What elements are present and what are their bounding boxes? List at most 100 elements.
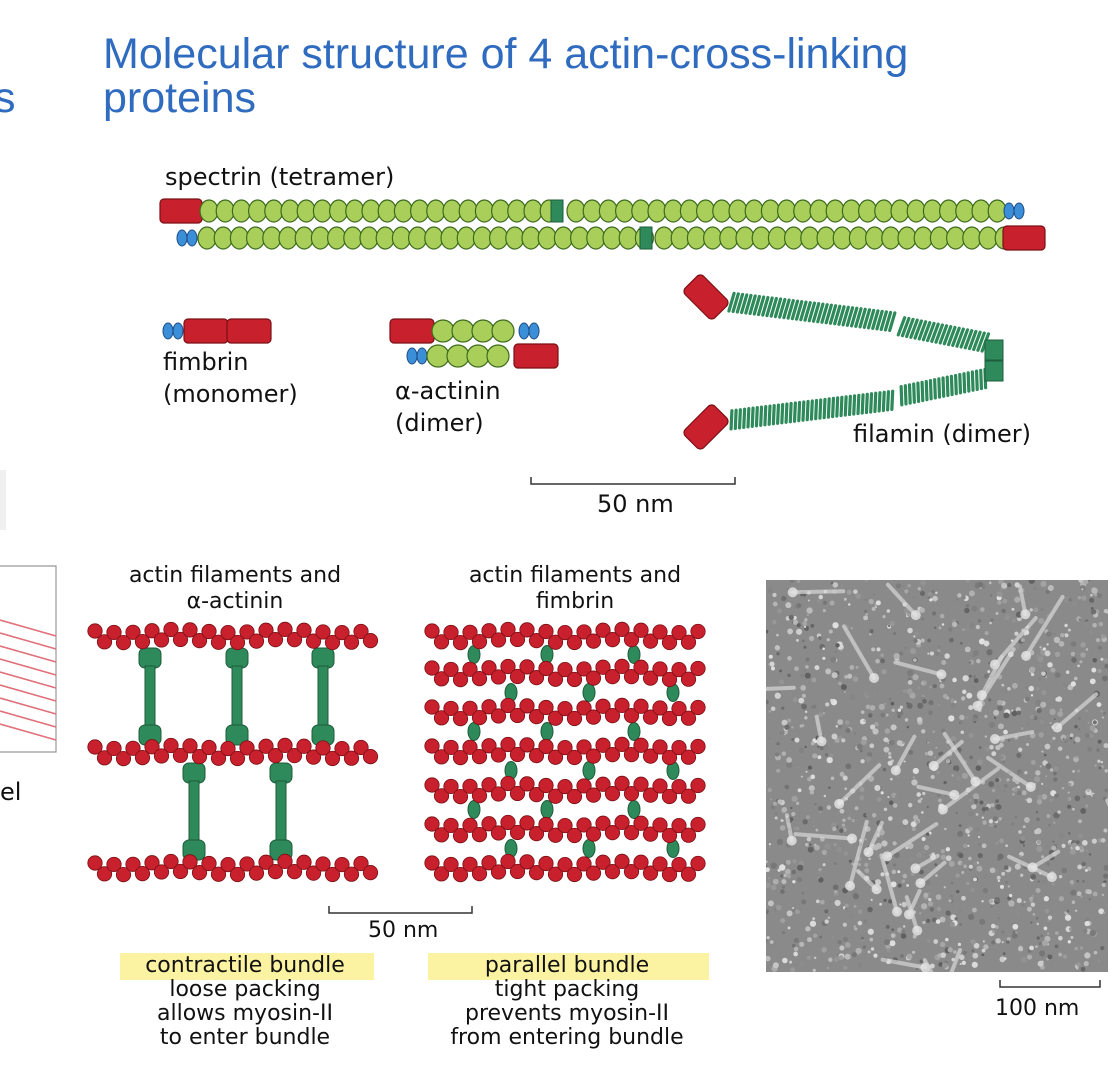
actin-monomer	[576, 856, 592, 872]
micrograph-grain	[996, 875, 1001, 880]
micrograph-grain	[768, 842, 772, 846]
micrograph-grain	[767, 876, 771, 880]
micrograph-grain	[860, 710, 865, 714]
micrograph-grain	[850, 627, 854, 630]
micrograph-grain	[983, 673, 989, 679]
micrograph-grain	[995, 799, 999, 804]
actin-monomer	[144, 623, 160, 639]
micrograph-grain	[849, 665, 855, 670]
spectrin-repeat	[489, 226, 509, 250]
actin-monomer	[633, 854, 649, 870]
micrograph-grain	[960, 730, 965, 735]
micrograph-grain	[995, 778, 1000, 783]
immunoglobulin-repeat	[926, 321, 936, 343]
micrograph-grain	[791, 869, 796, 875]
micrograph-grain	[903, 825, 906, 828]
spectrin-repeat	[955, 199, 975, 223]
micrograph-grain	[1046, 631, 1052, 637]
ef-hand	[518, 322, 530, 340]
immunoglobulin-repeat	[782, 298, 791, 320]
micrograph-grain	[855, 593, 862, 600]
actin-monomer	[528, 670, 545, 686]
micrograph-grain	[1079, 845, 1084, 850]
micrograph-grain	[1065, 670, 1070, 675]
micrograph-grain	[976, 658, 981, 664]
micrograph-grain	[1050, 740, 1053, 744]
spectrin-repeat	[264, 199, 284, 223]
micrograph-grain	[886, 609, 891, 613]
micrograph-grain	[911, 779, 918, 786]
micrograph-grain	[1067, 940, 1072, 944]
micrograph-grain	[1002, 598, 1008, 604]
micrograph-grain	[919, 607, 925, 613]
micrograph-grain	[869, 632, 872, 636]
immunoglobulin-repeat	[913, 319, 924, 340]
actin-monomer	[424, 855, 440, 871]
actin-monomer	[220, 624, 236, 641]
micrograph-grain	[796, 580, 801, 583]
micrograph-grain	[894, 794, 899, 799]
micrograph-grain	[981, 953, 985, 957]
spectrin-repeat	[391, 226, 411, 250]
micrograph-grain	[904, 646, 907, 650]
micrograph-grain	[1039, 663, 1043, 667]
micrograph-grain	[814, 803, 817, 806]
micrograph-grain	[888, 800, 894, 806]
spectrin-repeat	[246, 226, 266, 250]
actin-monomer	[267, 632, 284, 648]
spectrin-repeat	[586, 226, 606, 250]
actin-monomer	[443, 856, 459, 873]
actin-monomer	[443, 778, 459, 795]
micrograph-grain	[1071, 602, 1077, 608]
micrograph-grain	[791, 811, 796, 817]
alpha-actinin-rod	[231, 665, 243, 728]
micrograph-grain	[776, 652, 780, 656]
actin-monomer	[315, 740, 331, 756]
micrograph-grain	[941, 962, 948, 969]
actin-monomer	[652, 778, 668, 794]
micrograph-grain	[1097, 739, 1102, 744]
micrograph-grain	[838, 955, 844, 961]
immunoglobulin-repeat	[860, 393, 865, 415]
actin-monomer	[566, 710, 583, 727]
micrograph-grain	[864, 838, 867, 841]
micrograph-grain	[1090, 607, 1094, 610]
micrograph-grain	[856, 953, 860, 956]
actin-monomer	[595, 698, 611, 714]
micrograph-grain	[879, 902, 883, 906]
micrograph-grain	[897, 708, 902, 712]
spectrin-repeat	[446, 344, 470, 368]
micrograph-grain	[960, 696, 966, 701]
micrograph-grain	[902, 873, 908, 879]
micrograph-grain	[831, 733, 838, 740]
micrograph-grain	[1100, 657, 1104, 661]
filament-line	[0, 645, 57, 663]
actin-monomer	[471, 866, 488, 882]
micrograph-grain	[906, 612, 911, 617]
micrograph-grain	[989, 621, 992, 625]
micrograph-grain	[904, 589, 909, 594]
micrograph-grain	[776, 838, 784, 846]
bundle-b-caption-line: from entering bundle	[450, 1025, 684, 1050]
immunoglobulin-repeat	[852, 394, 857, 416]
micrograph-grain	[1083, 961, 1089, 967]
micrograph-grain	[849, 694, 857, 701]
micrograph-grain	[1022, 825, 1026, 829]
micrograph-grain	[830, 656, 837, 663]
actin-monomer	[585, 748, 602, 764]
micrograph-grain	[917, 587, 921, 591]
actin-monomer	[125, 856, 141, 872]
micrograph-grain	[934, 600, 937, 604]
actin-monomer	[509, 863, 526, 880]
micrograph-grain	[944, 827, 947, 831]
contractile-bundle-diagram	[87, 621, 379, 883]
micrograph-grain	[870, 898, 873, 901]
micrograph-grain	[940, 854, 947, 861]
actin-monomer	[500, 775, 516, 792]
micrograph-grain	[781, 819, 784, 822]
spectrin-repeat	[971, 199, 991, 223]
micrograph-grain	[840, 585, 843, 588]
actin-monomer	[614, 736, 630, 753]
spectrin-repeat	[962, 226, 982, 250]
actin-monomer	[538, 623, 554, 640]
